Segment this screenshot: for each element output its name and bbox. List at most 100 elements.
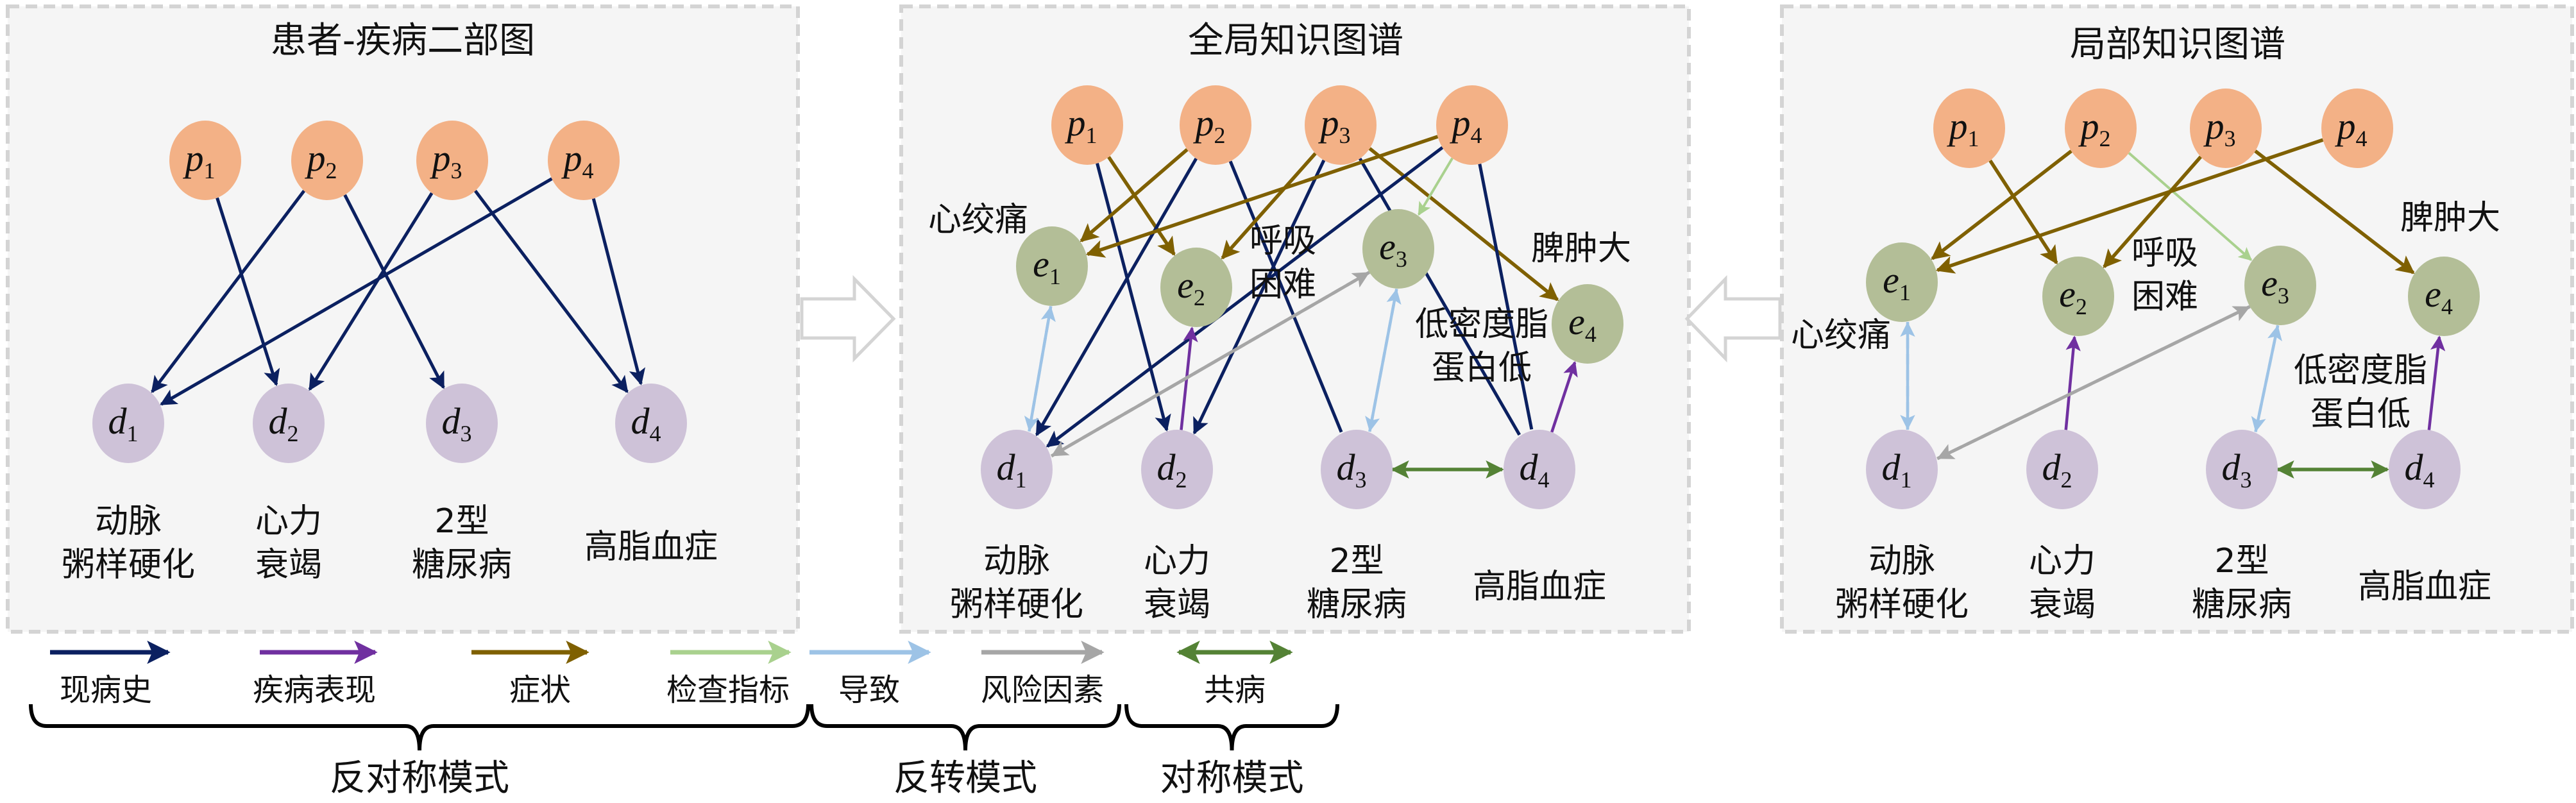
disease-node-circle [981, 430, 1053, 509]
edge-history-p4-d1 [1046, 146, 1444, 448]
group-brace [29, 704, 810, 751]
node-label-e1: 心绞痛 [928, 201, 1028, 239]
group-brace [1124, 704, 1339, 751]
patient-node-circle [1436, 85, 1508, 165]
edge-history-p4-d1 [160, 177, 553, 406]
node-symbol: e3 [1379, 226, 1407, 272]
node-label-d3: 糖尿病 [412, 546, 512, 584]
node-symbol: d1 [997, 446, 1027, 493]
node-symbol: p4 [561, 137, 594, 183]
edge-manifestation-d4-e4 [2427, 335, 2446, 430]
edge-cause-e1-d1 [1024, 306, 1053, 432]
node-label-e3: 蛋白低 [1432, 349, 1532, 387]
edge-exam-p2-e3 [2128, 151, 2253, 261]
symptom-node-circle [2408, 257, 2480, 336]
edge-history-p3-d2 [1192, 159, 1326, 435]
node-label-d2: 衰竭 [1144, 586, 1210, 624]
node-p2: p2 [291, 121, 363, 200]
disease-node-circle [615, 384, 687, 463]
node-label-d3: 2型 [2214, 542, 2269, 580]
edge-history-p2-d1 [1035, 157, 1198, 437]
disease-node-circle [2206, 430, 2278, 509]
disease-node-circle [1866, 430, 1938, 509]
legend-label-symptom: 症状 [509, 672, 571, 708]
edge-cause-e3-d3 [1365, 288, 1398, 432]
node-symbol: e1 [1033, 243, 1061, 289]
node-symbol: p1 [1947, 105, 1979, 151]
disease-node-circle [1504, 430, 1575, 509]
edge-history-p4-d4 [1478, 164, 1534, 430]
node-d4: d4 [1504, 430, 1575, 509]
node-symbol: p3 [430, 137, 462, 183]
node-p1: p1 [169, 121, 241, 200]
node-d3: d3 [1321, 430, 1393, 509]
node-p2: p2 [1180, 85, 1251, 165]
symptom-node-circle [1362, 209, 1434, 289]
legend-label-history: 现病史 [60, 672, 152, 708]
legend-label-comorbid: 共病 [1204, 672, 1266, 708]
node-label-e3: 低密度脂 [2294, 351, 2427, 390]
node-symbol: d3 [442, 400, 472, 446]
node-p4: p4 [1436, 85, 1508, 165]
node-label-e2: 呼吸 [1250, 222, 1316, 260]
node-label-e1: 心绞痛 [1791, 316, 1891, 355]
node-d4: d4 [615, 384, 687, 463]
transition-arrow-left-icon [1684, 275, 1782, 363]
node-d4: d4 [2389, 430, 2461, 509]
node-label-d4: 高脂血症 [2358, 568, 2491, 606]
edge-layer [1900, 138, 2446, 479]
node-e1: e1 [1866, 242, 1938, 322]
node-symbol: p3 [1318, 102, 1351, 148]
disease-node-circle [92, 384, 164, 463]
node-p1: p1 [1933, 89, 2005, 168]
group-label: 反对称模式 [330, 757, 509, 799]
node-label-e3: 低密度脂 [1415, 305, 1548, 344]
disease-node-circle [253, 384, 325, 463]
node-label-d4: 高脂血症 [584, 528, 718, 566]
node-symbol: p2 [305, 137, 337, 183]
symptom-node-circle [1016, 226, 1088, 306]
edge-history-p2-d3 [1228, 160, 1343, 433]
disease-node-circle [1141, 430, 1213, 509]
patient-node-circle [548, 121, 620, 200]
edge-symptom-p3-e2 [1221, 152, 1317, 260]
disease-node-circle [426, 384, 498, 463]
node-label-d1: 动脉 [983, 542, 1050, 580]
group-label: 反转模式 [894, 757, 1037, 799]
edge-history-p3-d4 [473, 190, 629, 393]
node-p4: p4 [548, 121, 620, 200]
node-symbol: e4 [2425, 273, 2453, 319]
node-label-d1: 粥样硬化 [950, 586, 1083, 624]
node-label-d1: 动脉 [1868, 542, 1935, 580]
edge-symptom-p1-e2 [1107, 156, 1176, 256]
node-e1: e1 [1016, 226, 1088, 306]
node-label-d2: 衰竭 [255, 546, 322, 584]
node-symbol: d3 [2222, 446, 2252, 493]
edge-history-p4-d4 [591, 198, 646, 385]
patient-node-circle [2321, 89, 2393, 168]
edge-history-p3-d4 [1358, 157, 1521, 436]
patient-node-circle [416, 121, 488, 200]
edge-symptom-p2-e1 [1080, 148, 1189, 242]
panel-title: 全局知识图谱 [1188, 20, 1403, 62]
node-label-d1: 粥样硬化 [62, 546, 195, 584]
patient-node-circle [1180, 85, 1251, 165]
node-symbol: d4 [1520, 446, 1550, 493]
edge-symptom-p4-e1 [1085, 135, 1439, 258]
node-p1: p1 [1051, 85, 1123, 165]
node-label-d2: 心力 [255, 502, 322, 541]
node-symbol: p1 [1065, 102, 1097, 148]
panel-title: 患者-疾病二部图 [271, 20, 535, 62]
node-symbol: p4 [2335, 105, 2368, 151]
edge-history-p1-d2 [216, 197, 280, 387]
node-symbol: d1 [1882, 446, 1912, 493]
patient-node-circle [2065, 89, 2137, 168]
edge-manifestation-d4-e4 [1550, 360, 1578, 433]
transition-arrow-right-icon [800, 275, 896, 363]
edge-risk-e3-d1 [1936, 305, 2251, 460]
node-symbol: e1 [1883, 259, 1911, 305]
node-label-d1: 粥样硬化 [1835, 586, 1969, 624]
